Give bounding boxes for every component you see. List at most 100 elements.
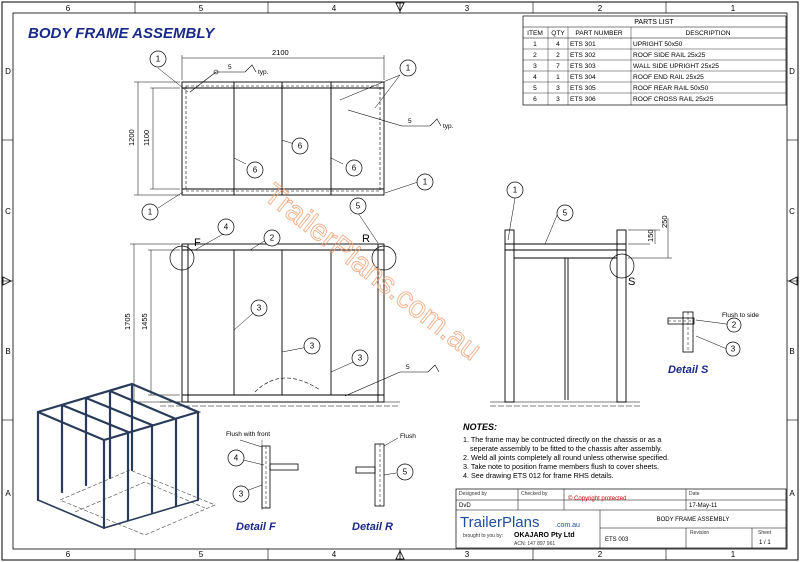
balloon-5-end: 5 bbox=[563, 209, 568, 218]
dim-top-depth-inner: 1100 bbox=[142, 130, 151, 146]
tb-brought-by: brought to you by: bbox=[463, 533, 503, 539]
parts-row-4-qty: 1 bbox=[556, 74, 560, 81]
zone-col-6-bottom: 6 bbox=[66, 550, 71, 559]
balloon-4: 4 bbox=[224, 223, 229, 232]
detail-f-title: Detail F bbox=[236, 521, 276, 533]
balloon-5-side: 5 bbox=[356, 202, 361, 211]
parts-row-5-item: 5 bbox=[533, 85, 537, 92]
parts-row-1-qty: 4 bbox=[556, 41, 560, 48]
weld-note-top: typ. bbox=[258, 69, 269, 76]
tb-company: OKAJARO Pty Ltd bbox=[514, 532, 575, 539]
dim-top-depth-outer: 1200 bbox=[127, 129, 136, 146]
tb-title: BODY FRAME ASSEMBLY bbox=[657, 517, 730, 523]
parts-list: PARTS LIST ITEM QTY PART NUMBER DESCRIPT… bbox=[522, 15, 787, 106]
tb-sheet: 1 / 1 bbox=[759, 540, 771, 546]
balloon-1-bottom-right: 1 bbox=[423, 178, 428, 187]
parts-row-1-desc: UPRIGHT 50x50 bbox=[633, 41, 683, 48]
parts-header-qty: QTY bbox=[551, 30, 565, 37]
weld-note-right: typ. bbox=[443, 123, 454, 130]
parts-row-3-item: 3 bbox=[533, 63, 537, 70]
balloon-1-end: 1 bbox=[513, 186, 518, 195]
parts-row-2-part: ETS 302 bbox=[570, 52, 596, 59]
zone-col-4: 4 bbox=[332, 4, 337, 13]
zone-row-c-right: C bbox=[789, 207, 795, 216]
parts-header-item: ITEM bbox=[527, 30, 543, 37]
tb-designed-by: DvD bbox=[459, 503, 471, 509]
zone-row-b: B bbox=[5, 347, 10, 356]
zone-col-3: 3 bbox=[465, 4, 470, 13]
parts-row-4-part: ETS 304 bbox=[570, 74, 596, 81]
balloons bbox=[141, 50, 742, 503]
zone-col-1: 1 bbox=[731, 4, 736, 13]
note-line-1: 1. The frame may be contructed directly … bbox=[463, 435, 661, 444]
tb-drawing-number: ETS 003 bbox=[605, 537, 629, 543]
detail-r-note: Flush bbox=[400, 433, 416, 440]
balloon-2-detail-s: 2 bbox=[732, 321, 737, 330]
tb-logo-suffix: .com.au bbox=[555, 522, 580, 529]
weld-size-side: 5 bbox=[406, 364, 410, 371]
weld-symbol-side bbox=[344, 364, 440, 397]
balloon-1-top: 1 bbox=[156, 55, 161, 64]
zone-col-1-bottom: 1 bbox=[731, 550, 736, 559]
notes-heading: NOTES: bbox=[463, 422, 497, 432]
balloon-6-b: 6 bbox=[253, 166, 258, 175]
end-view bbox=[490, 218, 672, 407]
parts-row-3-part: ETS 303 bbox=[570, 63, 596, 70]
parts-row-5-desc: ROOF REAR RAIL 50x50 bbox=[633, 85, 709, 92]
parts-row-6-item: 6 bbox=[533, 96, 537, 103]
weld-symbol-right bbox=[347, 109, 442, 127]
balloon-1-top-right: 1 bbox=[406, 64, 411, 73]
parts-row-1-part: ETS 301 bbox=[570, 41, 596, 48]
balloon-5-detail-r: 5 bbox=[403, 468, 408, 477]
balloon-6-c: 6 bbox=[352, 164, 357, 173]
balloon-3-detail-f: 3 bbox=[239, 490, 244, 499]
balloon-3-c: 3 bbox=[358, 354, 363, 363]
section-label-f: F bbox=[194, 237, 201, 249]
zone-col-6: 6 bbox=[66, 4, 71, 13]
detail-s bbox=[667, 311, 695, 353]
zone-row-a: A bbox=[5, 489, 11, 498]
watermark: TrailerPlans.com.au bbox=[258, 178, 488, 368]
tb-checked-label: Checked by bbox=[521, 491, 548, 497]
parts-header-description: DESCRIPTION bbox=[685, 30, 730, 37]
parts-row-6-part: ETS 306 bbox=[570, 96, 596, 103]
isometric-chassis bbox=[59, 469, 216, 536]
balloon-3-a: 3 bbox=[257, 304, 262, 313]
dim-side-height-outer: 1705 bbox=[123, 313, 132, 330]
balloon-1-bottom-left: 1 bbox=[148, 208, 153, 217]
balloon-4-detail-f: 4 bbox=[234, 454, 239, 463]
isometric-view bbox=[36, 382, 202, 530]
parts-row-1-item: 1 bbox=[533, 41, 537, 48]
parts-row-6-desc: ROOF CROSS RAIL 25x25 bbox=[633, 96, 714, 103]
parts-row-2-item: 2 bbox=[533, 52, 537, 59]
parts-row-2-qty: 2 bbox=[556, 52, 560, 59]
balloon-6-a: 6 bbox=[298, 142, 303, 151]
parts-row-4-item: 4 bbox=[533, 74, 537, 81]
detail-f bbox=[239, 439, 299, 510]
detail-f-note: Flush with front bbox=[226, 431, 270, 438]
parts-row-3-desc: WALL SIDE UPRIGHT 25x25 bbox=[633, 63, 719, 70]
zone-row-d-right: D bbox=[789, 67, 795, 76]
notes: NOTES: 1. The frame may be contructed di… bbox=[463, 422, 669, 480]
zone-row-b-right: B bbox=[789, 347, 794, 356]
parts-row-2-desc: ROOF SIDE RAIL 25x25 bbox=[633, 52, 706, 59]
tb-date: 17-May-11 bbox=[689, 503, 718, 509]
drawing-title: BODY FRAME ASSEMBLY bbox=[28, 25, 216, 42]
note-line-3: 2. Weld all joints completely all round … bbox=[463, 453, 669, 462]
parts-row-4-desc: ROOF END RAIL 25x25 bbox=[633, 74, 704, 81]
parts-row-6-qty: 3 bbox=[556, 96, 560, 103]
note-line-5: 4. See drawing ETS 012 for frame RHS det… bbox=[463, 471, 614, 480]
balloon-3-b: 3 bbox=[310, 342, 315, 351]
tb-sheet-label: Sheet bbox=[758, 530, 772, 536]
dim-end-top-1: 250 bbox=[660, 215, 669, 228]
zone-col-4-bottom: 4 bbox=[332, 550, 337, 559]
dim-end-top-2: 150 bbox=[646, 229, 655, 242]
detail-s-title: Detail S bbox=[668, 364, 709, 376]
tb-copyright: © Copyright protected bbox=[568, 495, 626, 502]
parts-row-5-qty: 3 bbox=[556, 85, 560, 92]
parts-row-5-part: ETS 305 bbox=[570, 85, 596, 92]
weld-size-top: 5 bbox=[228, 64, 232, 71]
tb-designed-label: Designed by bbox=[459, 491, 487, 497]
